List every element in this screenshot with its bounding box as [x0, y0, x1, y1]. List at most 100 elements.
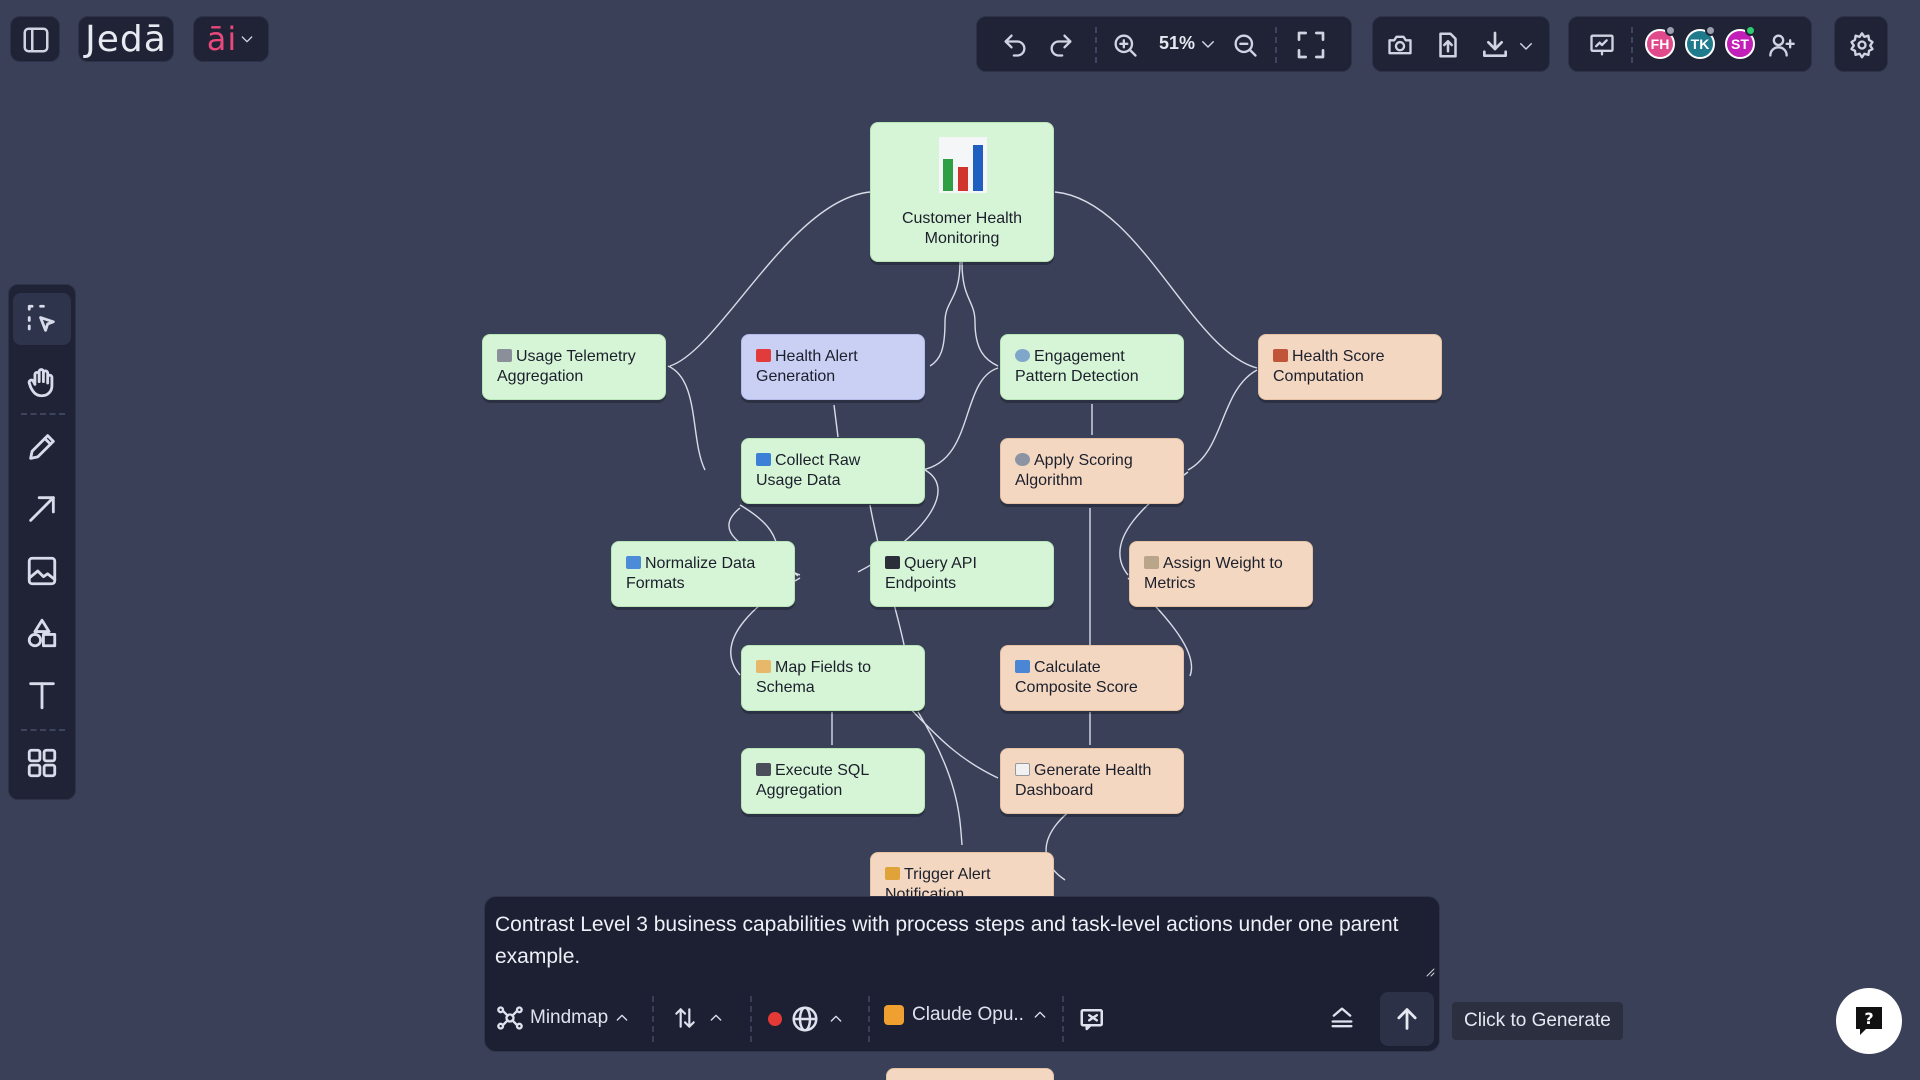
sidebar-toggle-button[interactable]	[10, 16, 60, 62]
text-icon	[29, 682, 55, 710]
chat-screen-icon	[1080, 1009, 1103, 1031]
avatar[interactable]: FH	[1645, 29, 1675, 59]
tooltip-text: Click to Generate	[1464, 1010, 1611, 1031]
camera-icon[interactable]	[1385, 31, 1415, 59]
inbox-icon	[756, 453, 771, 466]
node-query-api[interactable]: Query API Endpoints	[870, 541, 1054, 607]
collaboration-toolbar: FH TK ST	[1568, 16, 1812, 72]
export-toolbar	[1372, 16, 1550, 72]
hand-icon	[27, 368, 54, 398]
shapes-tool[interactable]	[13, 607, 71, 659]
database-icon	[756, 763, 771, 776]
mode-selector[interactable]: Mindmap	[496, 1004, 630, 1032]
model-selector[interactable]: Claude Opu..	[884, 1004, 1048, 1026]
resize-handle-icon[interactable]	[1425, 967, 1435, 977]
add-user-icon[interactable]	[1767, 31, 1797, 59]
help-button[interactable]: ?	[1836, 988, 1902, 1054]
node-label: Calculate Composite Score	[1015, 659, 1138, 696]
layout-direction-selector[interactable]	[672, 1004, 724, 1032]
arrow-tool[interactable]	[13, 483, 71, 535]
node-label: Generate Health Dashboard	[1015, 762, 1152, 799]
templates-tool[interactable]	[13, 737, 71, 789]
globe-icon	[792, 1006, 818, 1032]
sidebar-panel-icon	[21, 25, 51, 55]
zoom-in-icon[interactable]	[1111, 31, 1139, 59]
chevron-up-icon	[616, 1014, 628, 1021]
node-label: Assign Weight to Metrics	[1144, 555, 1283, 592]
download-icon[interactable]	[1479, 29, 1511, 61]
node-label: Normalize Data Formats	[626, 555, 756, 592]
share-upload-icon[interactable]	[1433, 29, 1463, 61]
image-icon	[27, 556, 57, 586]
node-map-fields[interactable]: Map Fields to Schema	[741, 645, 925, 711]
node-offscreen[interactable]	[886, 1068, 1054, 1080]
node-apply-scoring[interactable]: Apply Scoring Algorithm	[1000, 438, 1184, 504]
generate-tooltip: Click to Generate	[1452, 1002, 1623, 1040]
redo-icon[interactable]	[1047, 31, 1075, 59]
pencil-tool[interactable]	[13, 421, 71, 473]
presence-dot	[1705, 25, 1716, 36]
node-label: Customer Health Monitoring	[901, 210, 1023, 247]
refresh-icon	[626, 556, 641, 569]
node-usage-telemetry[interactable]: Usage Telemetry Aggregation	[482, 334, 666, 400]
ai-menu-button[interactable]: āi	[193, 16, 269, 62]
grid-icon	[27, 748, 57, 778]
image-tool[interactable]	[13, 545, 71, 597]
arrow-up-icon	[1397, 1008, 1417, 1030]
node-execute-sql[interactable]: Execute SQL Aggregation	[741, 748, 925, 814]
node-label: Execute SQL Aggregation	[756, 762, 869, 799]
node-health-alert[interactable]: Health Alert Generation	[741, 334, 925, 400]
node-health-score[interactable]: Health Score Computation	[1258, 334, 1442, 400]
chart-icon	[1273, 349, 1288, 362]
sort-arrows-icon	[675, 1008, 695, 1028]
laptop-icon	[885, 556, 900, 569]
ai-label: āi	[206, 20, 238, 58]
web-search-selector[interactable]	[768, 1004, 844, 1034]
chevron-up-icon	[1034, 1011, 1046, 1018]
app-logo[interactable]: Jedā	[78, 16, 174, 62]
numbers-icon	[1015, 660, 1030, 673]
presence-dot	[1745, 25, 1756, 36]
ai-prompt-composer: Contrast Level 3 business capabilities w…	[484, 896, 1440, 1052]
chevron-down-icon[interactable]	[1517, 37, 1535, 55]
node-normalize[interactable]: Normalize Data Formats	[611, 541, 795, 607]
node-label: Health Alert Generation	[756, 348, 858, 385]
canvas-toolbar: 51%	[976, 16, 1352, 72]
bar-chart-icon	[939, 137, 987, 193]
siren-icon	[756, 349, 771, 362]
gear-icon	[1847, 31, 1877, 59]
model-label: Claude Opu..	[912, 1004, 1024, 1025]
node-engagement[interactable]: Engagement Pattern Detection	[1000, 334, 1184, 400]
attach-context-button[interactable]	[1076, 1004, 1110, 1034]
chevron-up-icon	[710, 1014, 722, 1021]
node-calc-composite[interactable]: Calculate Composite Score	[1000, 645, 1184, 711]
pan-hand-tool[interactable]	[13, 357, 71, 409]
node-label: Map Fields to Schema	[756, 659, 872, 696]
node-label: Collect Raw Usage Data	[756, 452, 861, 489]
chevron-down-icon	[1199, 35, 1217, 53]
undo-icon[interactable]	[1001, 31, 1029, 59]
prompt-textarea[interactable]: Contrast Level 3 business capabilities w…	[495, 913, 1399, 968]
logo-text: Jedā	[85, 18, 167, 60]
node-generate-dashboard[interactable]: Generate Health Dashboard	[1000, 748, 1184, 814]
node-assign-weight[interactable]: Assign Weight to Metrics	[1129, 541, 1313, 607]
collapse-toggle-button[interactable]	[1328, 1004, 1356, 1032]
shapes-icon	[27, 618, 57, 648]
zoom-level-dropdown[interactable]: 51%	[1159, 33, 1217, 54]
clipboard-icon	[1015, 763, 1030, 776]
claude-logo-icon	[884, 1005, 904, 1025]
bell-icon	[885, 867, 900, 880]
select-cursor-icon	[27, 304, 55, 332]
fit-to-screen-icon[interactable]	[1295, 29, 1327, 61]
arrow-icon	[29, 496, 55, 522]
node-label: Health Score Computation	[1273, 348, 1385, 385]
root-node[interactable]: Customer Health Monitoring	[870, 122, 1054, 262]
generate-button[interactable]	[1380, 992, 1434, 1046]
select-tool[interactable]	[13, 293, 71, 345]
settings-button[interactable]	[1834, 16, 1888, 72]
node-collect-raw[interactable]: Collect Raw Usage Data	[741, 438, 925, 504]
pencil-icon	[29, 434, 55, 460]
text-tool[interactable]	[13, 669, 71, 721]
presentation-icon[interactable]	[1587, 31, 1617, 59]
zoom-out-icon[interactable]	[1231, 31, 1259, 59]
